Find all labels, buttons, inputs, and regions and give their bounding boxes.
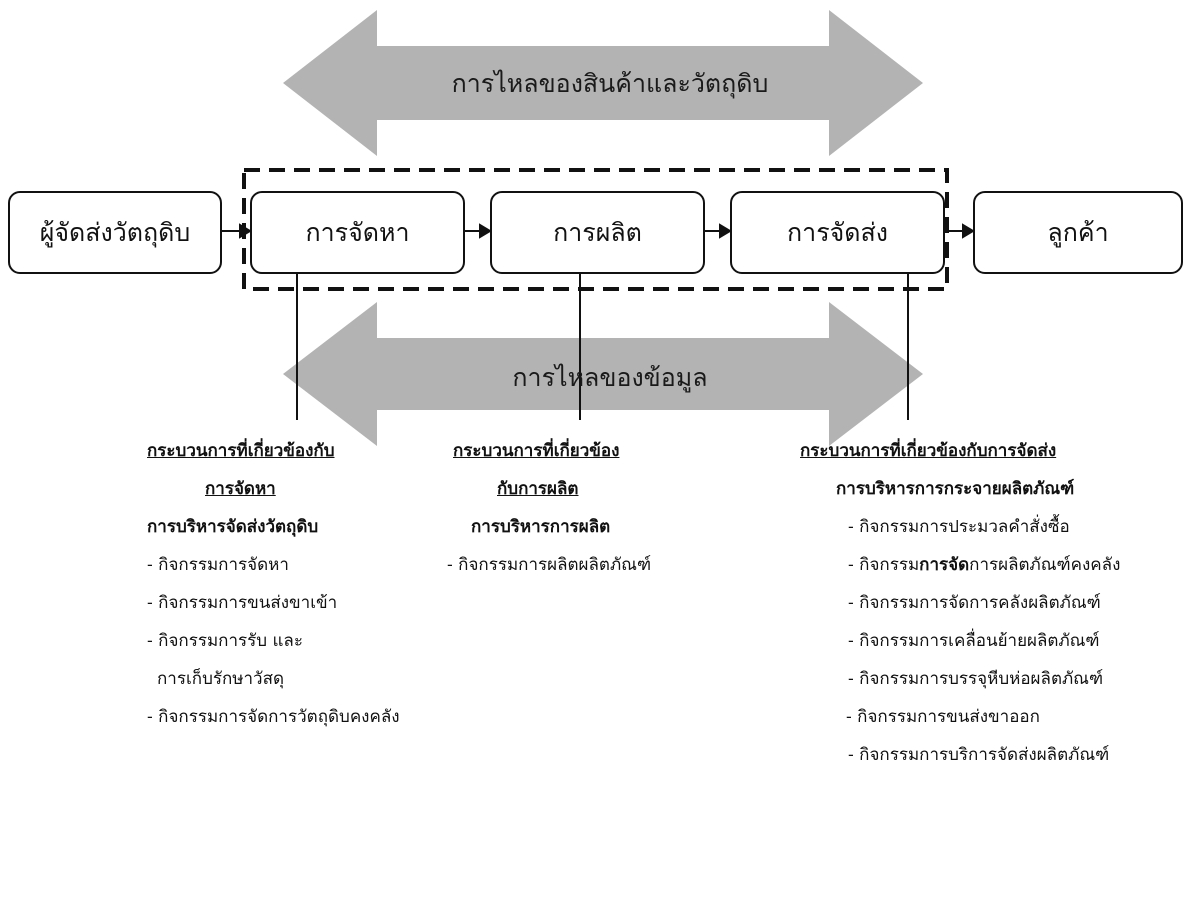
distribution-column-subtitle: การบริหารการกระจายผลิตภัณฑ์ — [836, 479, 1075, 499]
production-column-title-line2: กับการผลิต — [497, 479, 579, 499]
production-process-column: กระบวนการที่เกี่ยวข้อง กับการผลิต การบริ… — [447, 432, 717, 584]
production-activity: - กิจกรรมการผลิตผลิตภัณฑ์ — [447, 555, 652, 575]
procurement-activity: - กิจกรรมการจัดการวัตถุดิบคงคลัง — [147, 707, 400, 727]
production-box: การผลิต — [490, 191, 705, 274]
distribution-activity: - กิจกรรมการจัดการผลิตภัณฑ์คงคลัง — [800, 546, 1185, 584]
material-flow-label: การไหลของสินค้าและวัตถุดิบ — [451, 69, 769, 98]
distribution-process-column: กระบวนการที่เกี่ยวข้องกับการจัดส่ง การบร… — [800, 432, 1185, 774]
procurement-activity: - กิจกรรมการขนส่งขาเข้า — [147, 593, 338, 613]
distribution-box: การจัดส่ง — [730, 191, 945, 274]
procurement-activity-continued: การเก็บรักษาวัสดุ — [157, 669, 285, 689]
distribution-activity: - กิจกรรมการจัดการคลังผลิตภัณฑ์ — [848, 593, 1101, 613]
procurement-column-title: กระบวนการที่เกี่ยวข้องกับ — [147, 441, 335, 461]
customer-box: ลูกค้า — [973, 191, 1183, 274]
production-column-title: กระบวนการที่เกี่ยวข้อง — [453, 441, 620, 461]
procurement-column-title-line2: การจัดหา — [205, 479, 276, 499]
procurement-column-subtitle: การบริหารจัดส่งวัตถุดิบ — [147, 517, 319, 537]
flow-connectors — [222, 223, 975, 239]
production-column-subtitle: การบริหารการผลิต — [471, 517, 611, 537]
distribution-activity: - กิจกรรมการบริการจัดส่งผลิตภัณฑ์ — [848, 745, 1110, 765]
distribution-activity: - กิจกรรมการขนส่งขาออก — [846, 707, 1040, 727]
procurement-box: การจัดหา — [250, 191, 465, 274]
material-flow-arrow — [283, 10, 923, 156]
procurement-process-column: กระบวนการที่เกี่ยวข้องกับ การจัดหา การบร… — [147, 432, 447, 736]
distribution-activity-prefix: - กิจกรรม — [848, 555, 920, 575]
distribution-activity-bold: การจัด — [919, 555, 970, 575]
information-flow-label: การไหลของข้อมูล — [512, 363, 708, 392]
distribution-column-title: กระบวนการที่เกี่ยวข้องกับการจัดส่ง — [800, 441, 1057, 461]
supplier-box: ผู้จัดส่งวัตถุดิบ — [8, 191, 222, 274]
distribution-activity: - กิจกรรมการประมวลคำสั่งซื้อ — [848, 517, 1070, 537]
distribution-activity: - กิจกรรมการบรรจุหีบห่อผลิตภัณฑ์ — [848, 669, 1104, 689]
distribution-activity-suffix: การผลิตภัณฑ์คงคลัง — [969, 555, 1121, 575]
procurement-activity: - กิจกรรมการจัดหา — [147, 555, 289, 575]
distribution-activity: - กิจกรรมการเคลื่อนย้ายผลิตภัณฑ์ — [848, 631, 1100, 651]
information-flow-arrow — [283, 302, 923, 446]
procurement-activity: - กิจกรรมการรับ และ — [147, 631, 303, 651]
